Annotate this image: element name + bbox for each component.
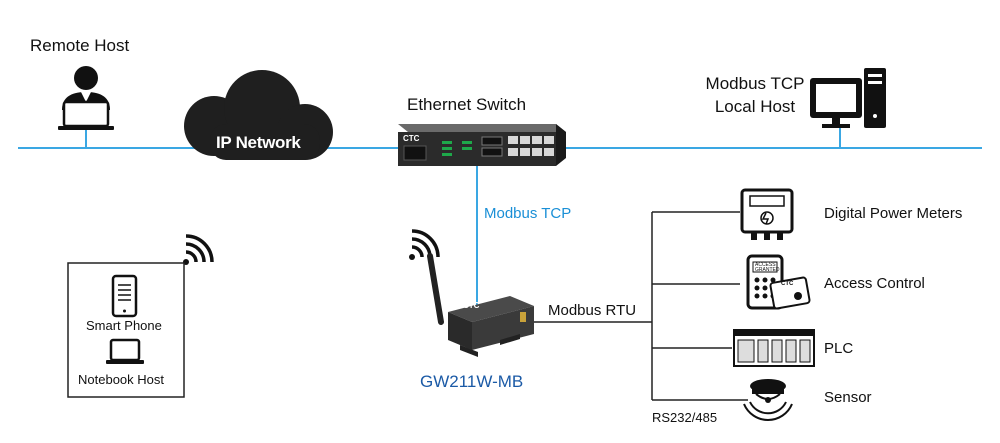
gateway-wifi-icon xyxy=(409,229,440,260)
ip-network-cloud-icon xyxy=(184,70,333,160)
local-host-pc-icon xyxy=(810,68,886,128)
gateway-brand-logo: CTC xyxy=(463,301,480,310)
access-card-text-1: ACCESS xyxy=(755,262,776,268)
device-label-power-meters: Digital Power Meters xyxy=(824,205,963,222)
plc-icon xyxy=(733,329,815,367)
smart-phone-icon xyxy=(111,274,138,318)
notebook-host-label: Notebook Host xyxy=(78,372,164,387)
ip-network-label: IP Network xyxy=(216,133,301,152)
remote-host-label: Remote Host xyxy=(30,36,130,55)
smart-phone-label: Smart Phone xyxy=(86,318,162,333)
device-label-sensor: Sensor xyxy=(824,389,872,406)
mobile-clients-box xyxy=(67,262,185,398)
wifi-signal-icon xyxy=(183,234,214,265)
device-label-access-control: Access Control xyxy=(824,275,925,292)
rs232-485-label: RS232/485 xyxy=(652,410,718,425)
ethernet-switch-icon xyxy=(398,124,566,166)
access-control-icon xyxy=(746,254,811,310)
access-card-text-2: GRANTED xyxy=(755,267,780,273)
local-host-label-line2: Local Host xyxy=(714,97,796,116)
power-meter-icon xyxy=(740,188,794,240)
sensor-icon xyxy=(743,379,793,421)
device-label-plc: PLC xyxy=(824,340,854,357)
modbus-tcp-label: Modbus TCP xyxy=(484,205,572,222)
gateway-device-icon xyxy=(427,253,534,357)
notebook-icon xyxy=(106,338,144,364)
remote-host-icon xyxy=(58,66,114,130)
modbus-rtu-label: Modbus RTU xyxy=(548,302,637,319)
access-card-brand: CTC xyxy=(781,281,794,287)
switch-brand-logo: CTC xyxy=(403,134,420,143)
ethernet-switch-label: Ethernet Switch xyxy=(407,95,527,114)
gateway-label: GW211W-MB xyxy=(420,372,524,391)
local-host-label-line1: Modbus TCP xyxy=(705,74,805,93)
